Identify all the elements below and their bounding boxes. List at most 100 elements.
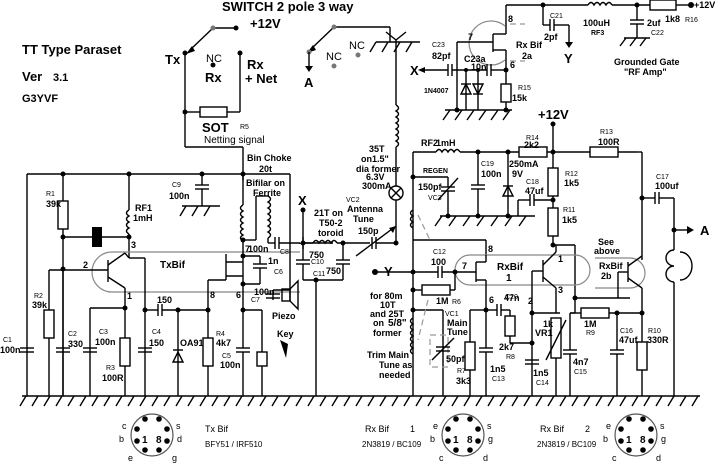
pinout-pin <box>618 426 624 432</box>
pinout-pin <box>467 447 473 453</box>
switch-title: SWITCH 2 pole 3 way <box>222 0 354 14</box>
c8-ref: C8 <box>280 249 289 256</box>
r15-val: 15k <box>512 93 528 103</box>
c12-val: 100 <box>431 257 446 267</box>
pin-number-1: 1 <box>142 435 148 446</box>
antenna-circuit <box>296 31 407 396</box>
switch-nc1-label: NC <box>326 51 342 63</box>
pinout-pin <box>640 447 646 453</box>
rx-coil-5: 5/8" <box>388 318 407 329</box>
rf1-ref: RF1 <box>135 203 152 213</box>
pinout-pin <box>445 426 451 432</box>
c23-val: 82pf <box>432 51 452 61</box>
vc1-val: 50pf <box>446 354 466 364</box>
rf1-val: 1mH <box>133 213 153 223</box>
pinout-pin <box>134 426 140 432</box>
switch-rx-net-label: Rx <box>247 57 264 72</box>
main-tune-2: Tune <box>447 327 468 337</box>
c21-val: 2pf <box>544 32 559 42</box>
c23-ref: C23 <box>432 42 445 49</box>
rf-amp-caption-2: "RF Amp" <box>624 67 667 77</box>
ground-rail <box>19 395 700 407</box>
rf3-ref: RF3 <box>591 30 604 37</box>
toroid-3: toroid <box>318 228 344 238</box>
antenna-x-label: X <box>298 193 307 208</box>
pinout-part: 2N3819 / BC109 <box>537 440 597 449</box>
pinout-socket <box>130 413 174 457</box>
tx-pin6: 6 <box>236 290 241 300</box>
rf-amp-y-label: Y <box>564 51 573 66</box>
c5-ref: C5 <box>222 353 231 360</box>
switch-nc-label: NC <box>206 53 222 65</box>
rf-amp-x-label: X <box>410 63 419 78</box>
rf3-val: 100uH <box>583 18 610 28</box>
pinout-pin <box>164 438 170 444</box>
rf-amp-supply: +12V <box>694 0 715 10</box>
pinout-name: Rx Bif <box>365 424 390 434</box>
switch-a-label: A <box>304 75 314 90</box>
c22-ref: C22 <box>651 30 664 37</box>
r2-ref: R2 <box>34 293 43 300</box>
title-name: TT Type Paraset <box>22 42 122 57</box>
r6-val: 1M <box>436 296 449 306</box>
c3-val: 100n <box>95 337 116 347</box>
pinout-pin <box>134 438 140 444</box>
bin-choke-label: Bin Choke <box>247 153 292 163</box>
rf-amp-pin6: 6 <box>510 60 515 70</box>
c23a-ref: C23a <box>464 54 487 64</box>
pinout-pin <box>626 416 632 422</box>
c3-ref: C3 <box>99 329 108 336</box>
c1-val: 100n <box>0 345 21 355</box>
pinout-pin <box>475 438 481 444</box>
c20-ref: C20 <box>505 294 518 301</box>
netting-label: Netting signal <box>204 135 265 146</box>
r10-val: 330R <box>647 335 669 345</box>
vr1-val: 1k <box>543 319 554 329</box>
rf-amp-diode: 1N4007 <box>424 88 449 95</box>
key-label: Key <box>277 329 294 339</box>
toroid-1: 21T on <box>314 208 343 218</box>
pin-label: c <box>612 453 617 463</box>
c9-ref: C9 <box>172 182 181 189</box>
see-above-1: See <box>598 237 614 247</box>
bifilar-label: Bifilar on <box>246 178 285 188</box>
rx-pin6: 6 <box>489 295 494 305</box>
zener-volts: 9V <box>512 169 523 179</box>
r2-val: 39k <box>32 300 48 310</box>
vc3-val: 150pf <box>418 182 443 192</box>
pinout-pin <box>618 438 624 444</box>
r15-ref: R15 <box>518 85 531 92</box>
c10-ref: C10 <box>311 259 324 266</box>
pinout-pin <box>156 447 162 453</box>
c13-val: 1n5 <box>490 364 506 374</box>
pin-label: s <box>487 421 492 431</box>
txbif-label: TxBif <box>160 260 186 271</box>
c15-ref: C15 <box>574 369 587 376</box>
c12-ref: C12 <box>433 249 446 256</box>
pinout-pin <box>156 416 162 422</box>
r11-ref: R11 <box>563 207 575 214</box>
r9-val: 1M <box>584 319 597 329</box>
rx-supply: +12V <box>538 107 569 122</box>
oa91-label: OA91 <box>180 338 204 348</box>
c8-val: 100n <box>248 244 269 254</box>
c4-val: 150 <box>149 338 164 348</box>
sot-label: SOT <box>202 120 229 135</box>
c16-val: 47uf <box>619 335 639 345</box>
pinout-pin <box>626 447 632 453</box>
r13-val: 100R <box>598 137 620 147</box>
c20-val: 47n <box>504 293 520 303</box>
pinout-name: Rx Bif <box>540 424 565 434</box>
bin-choke-turns: 20t <box>259 164 272 174</box>
rx-coil-6: former <box>373 328 402 338</box>
r12-ref: R12 <box>565 171 578 178</box>
pin-label: e <box>606 421 611 431</box>
c1-ref: C1 <box>3 337 12 344</box>
pinout-pin <box>164 426 170 432</box>
rf-amp-bif-label: Rx Bif <box>516 40 543 50</box>
tx-pin3: 3 <box>131 240 136 250</box>
antenna-coil-2: on1.5" <box>361 154 389 164</box>
pin-label: c <box>439 453 444 463</box>
